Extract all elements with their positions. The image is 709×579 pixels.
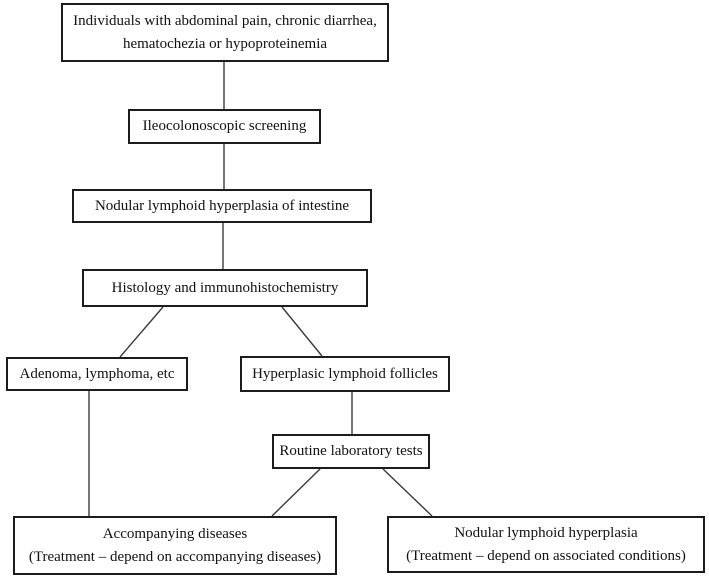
node-nodular-lymphoid-hyperplasia: Nodular lymphoid hyperplasia (Treatment … [387, 516, 705, 573]
node-histology-label: Histology and immunohistochemistry [111, 279, 339, 296]
edge-histology-adenoma [119, 306, 164, 358]
node-screening-label: Ileocolonoscopic screening [142, 118, 307, 135]
node-symptoms: Individuals with abdominal pain, chronic… [61, 3, 389, 62]
node-accompanying-line2: (Treatment – depend on accompanying dise… [28, 548, 322, 565]
node-nlh-final-line2: (Treatment – depend on associated condit… [406, 547, 686, 564]
node-hyperplasic-lymphoid-follicles: Hyperplasic lymphoid follicles [240, 356, 450, 392]
node-nlh-final-line1: Nodular lymphoid hyperplasia [454, 525, 638, 541]
edge-labtests-nlhfinal [382, 468, 433, 517]
node-ileocolonoscopic-screening: Ileocolonoscopic screening [128, 109, 321, 144]
node-histology-immunohistochemistry: Histology and immunohistochemistry [82, 269, 368, 307]
edge-labtests-accompanying [271, 468, 321, 517]
node-adenoma-lymphoma: Adenoma, lymphoma, etc [6, 357, 188, 391]
node-symptoms-line2: hematochezia or hypoproteinemia [122, 35, 328, 52]
node-labtests-label: Routine laboratory tests [279, 443, 423, 460]
node-accompanying-line1: Accompanying diseases [102, 526, 248, 542]
node-nlh-of-intestine: Nodular lymphoid hyperplasia of intestin… [72, 189, 372, 223]
edge-histology-follicles [281, 306, 323, 357]
node-nlh-of-intestine-label: Nodular lymphoid hyperplasia of intestin… [94, 197, 350, 214]
node-adenoma-label: Adenoma, lymphoma, etc [19, 365, 175, 382]
node-symptoms-line1: Individuals with abdominal pain, chronic… [73, 13, 377, 29]
node-accompanying-diseases: Accompanying diseases (Treatment – depen… [13, 516, 337, 575]
node-routine-laboratory-tests: Routine laboratory tests [272, 434, 430, 469]
node-follicles-label: Hyperplasic lymphoid follicles [252, 365, 438, 382]
